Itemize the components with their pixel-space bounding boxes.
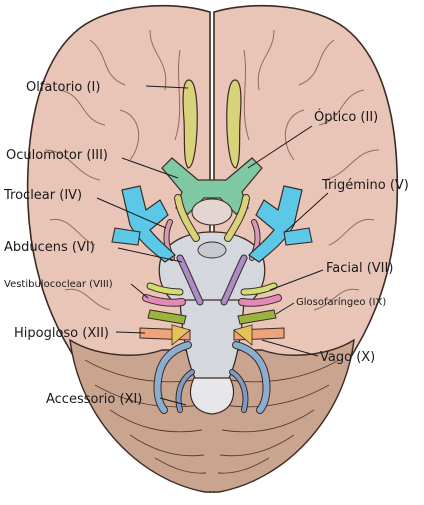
- mammillary-bodies: [197, 241, 227, 259]
- abducens-nerve-left-fill: [177, 255, 203, 305]
- leader-abducens: [117, 247, 183, 263]
- leader-oculomotor: [121, 157, 179, 179]
- label-trochlear: Troclear (IV): [3, 188, 82, 203]
- cerebellum: [69, 338, 355, 493]
- hypoglossal-rootlets-right: [233, 324, 253, 346]
- facial-nerve-right-fill: [241, 283, 277, 295]
- trigeminal-nerve-right: [248, 185, 303, 263]
- label-optic: Óptico (II): [314, 109, 378, 125]
- trigeminal-branch-right: [283, 227, 313, 246]
- vagus-nerve-right-fill: [233, 342, 270, 413]
- accessory-nerve-left-fill: [176, 370, 194, 412]
- leader-glossopharyngeal: [275, 302, 295, 315]
- label-accessory: Accessorio (XI): [46, 392, 142, 407]
- label-hypoglossal: Hipogloso (XII): [14, 326, 109, 341]
- leader-olfactory: [145, 85, 189, 89]
- leader-facial: [269, 269, 324, 291]
- label-trigeminal: Trigémino (V): [321, 178, 409, 193]
- label-vestibulocochlear: Vestibulococlear (VIII): [4, 279, 113, 290]
- facial-nerve-left-fill: [147, 283, 183, 295]
- olfactory-tract-right: [226, 79, 242, 169]
- leader-trigeminal: [284, 192, 329, 233]
- label-olfactory: Olfatorio (I): [26, 80, 100, 95]
- trigeminal-nerve-left: [121, 185, 176, 263]
- trigeminal-branch-left: [111, 227, 141, 246]
- accessory-nerve-right-fill: [230, 370, 248, 412]
- vagus-nerve-left-fill: [154, 342, 191, 413]
- glossopharyngeal-nerve-left: [147, 309, 187, 325]
- label-abducens: Abducens (VI): [4, 240, 95, 255]
- vestibulocochlear-nerve-left-fill: [143, 295, 185, 306]
- label-vagus: Vago (X): [320, 350, 375, 365]
- oculomotor-nerve-right-fill: [225, 195, 249, 241]
- leader-lines: [96, 85, 329, 406]
- hypoglossal-rootlets-left: [171, 324, 191, 346]
- label-glossopharyngeal: Glosofaríngeo (IX): [296, 296, 386, 308]
- leader-accessory: [159, 397, 187, 406]
- leader-vestibulocochlear: [130, 283, 149, 299]
- leader-vagus: [261, 339, 319, 357]
- label-facial: Facial (VII): [326, 261, 393, 276]
- glossopharyngeal-nerve-right: [237, 309, 277, 325]
- oculomotor-nerve-left-fill: [175, 195, 199, 241]
- abducens-nerve-right-fill: [221, 255, 247, 305]
- gyri-folds: [44, 29, 380, 311]
- leader-hypoglossal: [115, 331, 146, 334]
- olfactory-tract-left: [182, 79, 198, 169]
- pituitary: [191, 198, 233, 226]
- label-oculomotor: Oculomotor (III): [6, 148, 108, 163]
- spinal-cord-stump: [190, 377, 234, 415]
- leader-trochlear: [96, 197, 167, 229]
- leader-optic: [247, 125, 313, 169]
- vestibulocochlear-nerve-right-fill: [239, 295, 281, 306]
